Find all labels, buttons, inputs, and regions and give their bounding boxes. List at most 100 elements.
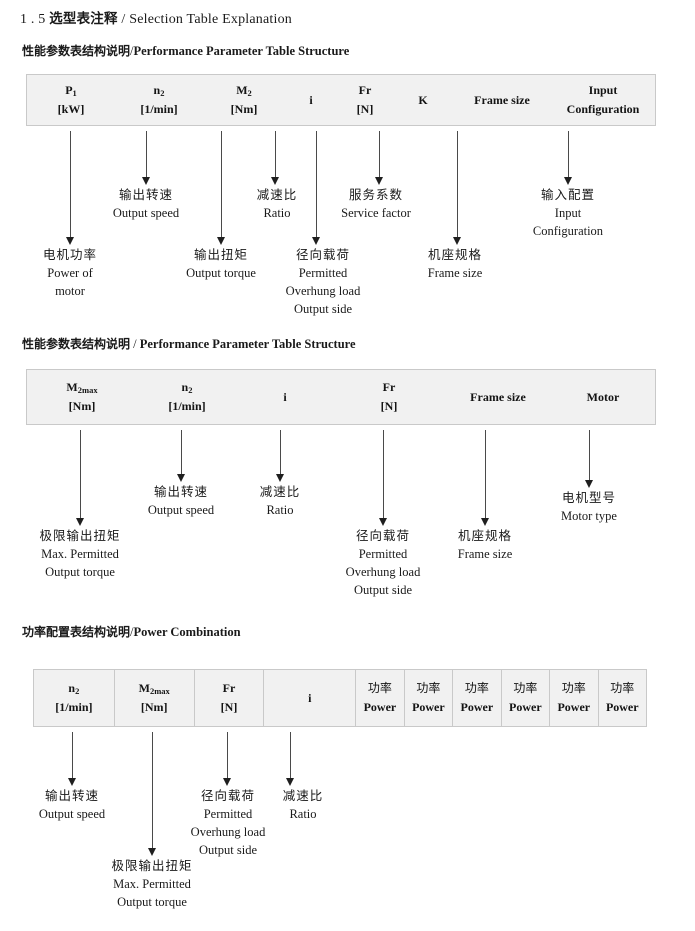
- table3-col-power-1: 功率 Power: [355, 670, 403, 726]
- table2-col-motor: Motor: [551, 370, 655, 424]
- table1-col-input-configuration-line1: Input: [588, 83, 618, 98]
- arrow-to-frame-size-2: [481, 430, 490, 526]
- arrow-to-max-permitted-output-torque-3: [148, 732, 157, 856]
- annotation-output-speed-2: 输出转速 Output speed: [148, 483, 214, 519]
- annotation-permitted-overhung-load-2-en-3: Output side: [354, 583, 412, 598]
- arrow-to-ratio-2: [276, 430, 285, 482]
- section-3-heading: 功率配置表结构说明/Power Combination: [22, 623, 241, 640]
- annotation-max-permitted-output-torque-chinese: 极限输出扭矩: [39, 528, 121, 543]
- annotation-motor-type: 电机型号 Motor type: [561, 489, 617, 525]
- table3-col-power-2-english: Power: [412, 700, 445, 714]
- table3-col-power-1-english: Power: [363, 700, 397, 714]
- table1-col-m2-symbol: M2: [236, 83, 252, 99]
- table1-col-fr: Fr [N]: [337, 75, 393, 125]
- table2-col-i-symbol: i: [283, 389, 287, 404]
- table1-col-n2-unit: [1/min]: [140, 102, 178, 116]
- table3-col-power-3-chinese: 功率: [464, 681, 489, 696]
- annotation-frame-size-en-1: Frame size: [427, 266, 483, 281]
- section-3-heading-separator: /: [130, 625, 134, 639]
- annotation-permitted-overhung-load-3: 径向载荷 Permitted Overhung load Output side: [191, 787, 266, 860]
- table1-col-fr-symbol: Fr: [358, 83, 372, 98]
- table2-col-n2: n2 [1/min]: [137, 370, 237, 424]
- annotation-output-speed-3-chinese: 输出转速: [44, 788, 99, 803]
- table3-col-m2max: M2max [Nm]: [113, 670, 194, 726]
- annotation-service-factor: 服务系数 Service factor: [341, 186, 411, 222]
- table1-col-k: K: [393, 75, 453, 125]
- annotation-output-speed: 输出转速 Output speed: [113, 186, 179, 222]
- annotation-permitted-overhung-load-en-3: Output side: [294, 302, 352, 317]
- table1-col-i-symbol: i: [309, 92, 313, 107]
- section-2-heading-chinese: 性能参数表结构说明: [22, 337, 131, 351]
- table3-col-power-2: 功率 Power: [403, 670, 452, 726]
- table3-col-power-4-english: Power: [509, 700, 542, 714]
- performance-parameter-table-2: M2max [Nm] n2 [1/min] i Fr [N] Frame siz…: [26, 369, 656, 425]
- arrow-to-output-speed: [142, 131, 151, 185]
- arrow-to-max-permitted-output-torque: [76, 430, 85, 526]
- table3-col-power-3: 功率 Power: [452, 670, 500, 726]
- annotation-input-configuration-en-2: Configuration: [532, 224, 604, 239]
- annotation-output-speed-chinese: 输出转速: [118, 187, 173, 202]
- table1-col-i: i: [285, 75, 337, 125]
- table1-col-n2: n2 [1/min]: [115, 75, 203, 125]
- annotation-frame-size: 机座规格 Frame size: [428, 246, 483, 282]
- table3-col-power-2-chinese: 功率: [416, 681, 441, 696]
- table2-col-n2-unit: [1/min]: [168, 399, 206, 413]
- annotation-output-speed-2-en-1: Output speed: [147, 503, 215, 518]
- annotation-max-permitted-output-torque-3: 极限输出扭矩 Max. Permitted Output torque: [111, 857, 192, 911]
- arrow-to-output-torque: [217, 131, 226, 245]
- annotation-ratio: 减速比 Ratio: [257, 186, 298, 222]
- table2-col-i: i: [237, 370, 333, 424]
- annotation-permitted-overhung-load-3-en-1: Permitted: [203, 807, 253, 822]
- arrow-to-ratio: [271, 131, 280, 185]
- arrow-to-input-configuration: [564, 131, 573, 185]
- annotation-permitted-overhung-load-2: 径向载荷 Permitted Overhung load Output side: [346, 527, 421, 600]
- annotation-permitted-overhung-load-2-chinese: 径向载荷: [355, 528, 411, 543]
- table1-col-m2: M2 [Nm]: [203, 75, 285, 125]
- page-title-chinese: 选型表注释: [49, 11, 118, 27]
- annotation-power-of-motor-chinese: 电机功率: [42, 247, 98, 262]
- table3-col-power-3-english: Power: [460, 700, 494, 714]
- table3-col-power-5-english: Power: [557, 700, 591, 714]
- table1-col-fr-unit: [N]: [356, 102, 374, 116]
- page-title-separator: /: [121, 12, 126, 27]
- annotation-max-permitted-output-torque-3-chinese: 极限输出扭矩: [111, 858, 193, 873]
- annotation-ratio-3-en-1: Ratio: [289, 807, 317, 822]
- annotation-motor-type-en-1: Motor type: [561, 509, 617, 524]
- table2-col-fr-symbol: Fr: [382, 380, 396, 395]
- table2-col-frame-size: Frame size: [445, 370, 551, 424]
- table1-col-p1: P1 [kW]: [27, 75, 115, 125]
- table3-col-power-1-chinese: 功率: [367, 681, 392, 696]
- table2-col-m2max: M2max [Nm]: [27, 370, 137, 424]
- annotation-power-of-motor-en-1: Power of: [47, 266, 93, 281]
- table2-col-motor-label: Motor: [586, 389, 620, 404]
- annotation-permitted-overhung-load-en-1: Permitted: [298, 266, 348, 281]
- arrow-to-permitted-overhung-load: [312, 131, 321, 245]
- annotation-permitted-overhung-load-3-en-3: Output side: [199, 843, 257, 858]
- annotation-ratio-en-1: Ratio: [263, 206, 291, 221]
- annotation-permitted-overhung-load-2-en-2: Overhung load: [345, 565, 421, 580]
- power-combination-table: n2 [1/min] M2max [Nm] Fr [N] i 功率 Power …: [33, 669, 647, 727]
- annotation-output-speed-en-1: Output speed: [112, 206, 180, 221]
- annotation-power-of-motor-en-2: motor: [55, 284, 85, 299]
- annotation-max-permitted-output-torque-3-en-2: Output torque: [117, 895, 187, 910]
- section-2-heading-english: Performance Parameter Table Structure: [139, 337, 356, 351]
- annotation-permitted-overhung-load-en-2: Overhung load: [285, 284, 361, 299]
- annotation-ratio-2-en-1: Ratio: [266, 503, 294, 518]
- arrow-to-frame-size: [453, 131, 462, 245]
- arrow-to-ratio-3: [286, 732, 295, 786]
- annotation-frame-size-2: 机座规格 Frame size: [458, 527, 513, 563]
- table1-col-m2-unit: [Nm]: [230, 102, 258, 116]
- table3-col-n2-unit: [1/min]: [55, 700, 93, 714]
- table1-col-p1-symbol: P1: [65, 83, 77, 99]
- table3-col-fr-unit: [N]: [220, 700, 238, 714]
- annotation-input-configuration-en-1: Input: [554, 206, 582, 221]
- annotation-frame-size-2-en-1: Frame size: [457, 547, 513, 562]
- annotation-service-factor-chinese: 服务系数: [348, 187, 404, 202]
- annotation-output-speed-3-en-1: Output speed: [38, 807, 106, 822]
- table3-col-fr-symbol: Fr: [222, 681, 236, 696]
- table2-col-m2max-symbol: M2max: [66, 380, 98, 396]
- section-3-heading-english: Power Combination: [133, 625, 241, 639]
- annotation-permitted-overhung-load-2-en-1: Permitted: [358, 547, 408, 562]
- table3-col-power-5-chinese: 功率: [561, 681, 586, 696]
- table3-col-m2max-symbol: M2max: [138, 681, 170, 697]
